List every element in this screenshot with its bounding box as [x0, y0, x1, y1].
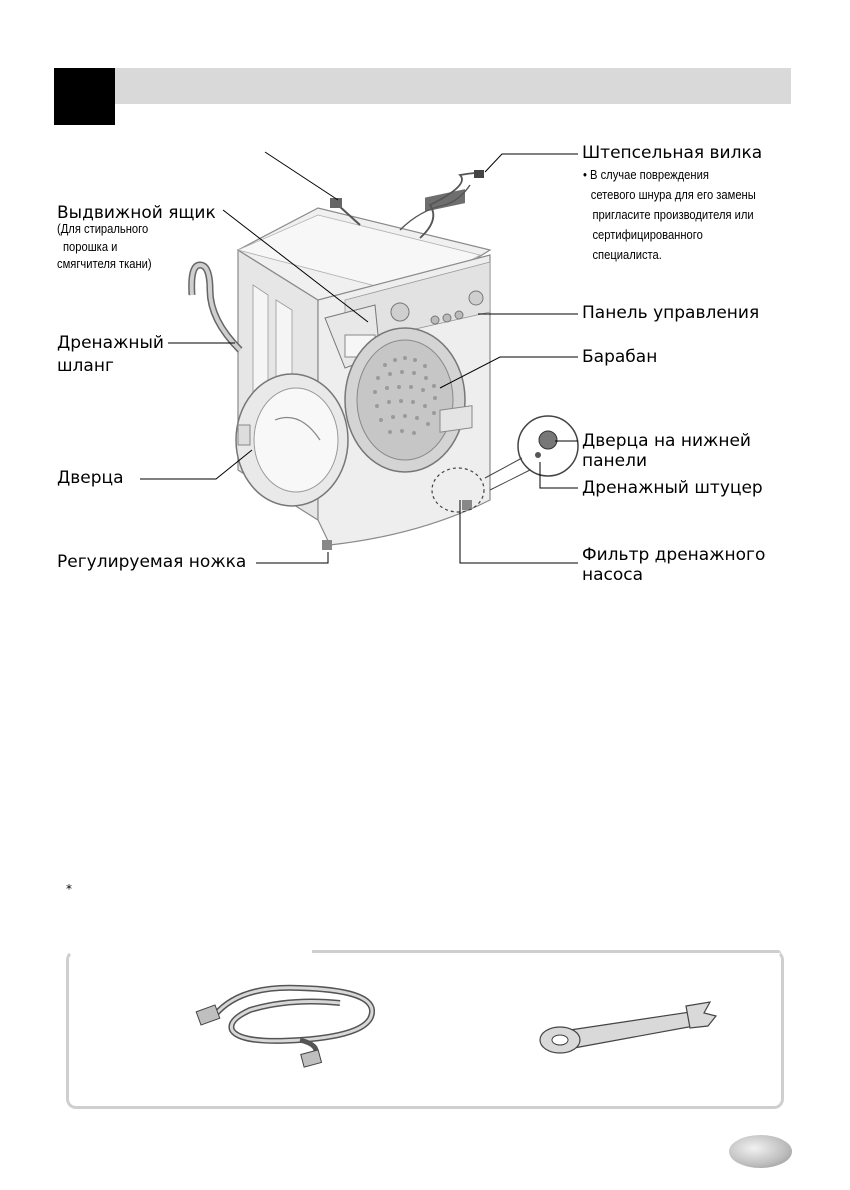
- pump-filter-label-2: насоса: [582, 565, 644, 585]
- drawer-desc-line3: смягчителя ткани): [57, 256, 152, 271]
- adjustable-foot-label: Регулируемая ножка: [57, 552, 247, 572]
- drain-hose-label: Дренажный: [57, 333, 164, 353]
- accessories-illustration: [195, 984, 718, 1068]
- section-number-block: [54, 68, 115, 125]
- control-panel-label: Панель управления: [582, 303, 760, 323]
- page-number-badge: [729, 1135, 792, 1168]
- drawer-label: Выдвижной ящик: [57, 203, 216, 223]
- accessories-box-top-border: [312, 950, 781, 953]
- wrench-icon: [539, 1001, 718, 1054]
- accessories-box: [66, 950, 784, 1109]
- plug-note-line4: сертифицированного: [592, 227, 703, 242]
- drawer-desc-line2: порошка и: [63, 239, 118, 254]
- lower-door-label-2: панели: [582, 451, 648, 471]
- drum-label: Барабан: [582, 347, 658, 367]
- pump-filter-label: Фильтр дренажного: [582, 545, 766, 565]
- door-label: Дверца: [57, 468, 124, 488]
- plug-note-line5: специалиста.: [592, 247, 662, 262]
- plug-note-line2: сетевого шнура для его замены: [590, 187, 756, 202]
- footnote-mark: *: [66, 882, 72, 896]
- lower-door-label: Дверца на нижней: [582, 431, 751, 451]
- plug-note-line1: • В случае повреждения: [583, 167, 709, 182]
- drawer-desc-line1: (Для стирального: [57, 221, 149, 236]
- plug-label: Штепсельная вилка: [582, 143, 763, 163]
- washing-machine-illustration: [140, 151, 579, 564]
- drain-hose-label-2: шланг: [57, 356, 114, 376]
- drain-nozzle-label: Дренажный штуцер: [582, 478, 763, 498]
- inlet-hose-icon: [195, 984, 375, 1068]
- section-title-bar: [115, 68, 791, 104]
- plug-note-line3: пригласите производителя или: [592, 207, 754, 222]
- plug-note: • В случае повреждения сетевого шнура дл…: [583, 165, 756, 265]
